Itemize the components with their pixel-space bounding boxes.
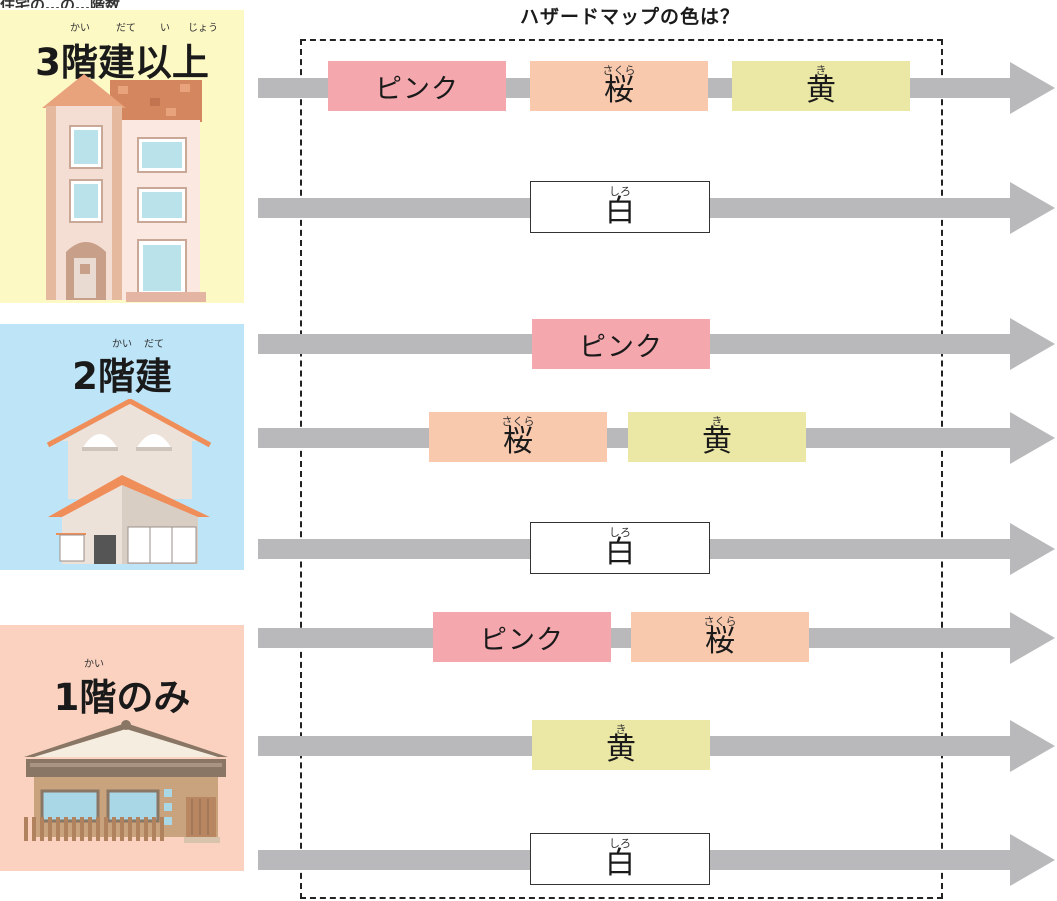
color-box-white: しろ 白 [530,833,710,885]
white-label: 白 [605,535,635,570]
sakura-label: 桜 [604,73,634,108]
panel-2-story: かい だて 2階建 [0,324,244,570]
color-box-sakura: さくら 桜 [530,61,708,111]
yellow-ruby: き [711,415,723,428]
ruby-jou: じょう [188,23,218,34]
color-box-pink: ピンク [433,612,611,662]
sakura-label: 桜 [503,424,533,459]
yellow-ruby: き [615,723,627,736]
pink-label: ピンク [375,73,459,105]
sakura-ruby: さくら [501,415,535,428]
color-box-pink: ピンク [532,319,710,369]
color-box-sakura: さくら 桜 [429,412,607,462]
hazard-map-frame [300,39,943,899]
diagram-title: ハザードマップの色は？ [519,5,740,28]
sakura-ruby: さくら [602,64,636,77]
three-story-house-icon [42,74,206,302]
ruby-date: だて [116,23,136,34]
one-story-house-icon [24,720,228,843]
ruby-i: い [160,23,170,34]
color-box-white: しろ 白 [530,522,710,574]
pink-label: ピンク [579,331,663,363]
two-story-house-icon [46,399,212,564]
white-label: 白 [605,194,635,229]
panel-3-story: かい だて い じょう 3階建以上 [0,10,244,303]
yellow-label: 黄 [702,424,732,459]
panel-1-title: 1階のみ [53,676,191,719]
ruby-date: だて [144,339,164,350]
color-box-yellow: き 黄 [532,720,710,770]
pink-label: ピンク [480,624,564,656]
color-box-yellow: き 黄 [732,61,910,111]
color-box-pink: ピンク [328,61,506,111]
color-box-white: しろ 白 [530,181,710,233]
color-box-yellow: き 黄 [628,412,806,462]
panel-3-title: 3階建以上 [35,41,209,84]
yellow-label: 黄 [606,732,636,767]
white-label: 白 [605,846,635,881]
ruby-kai: かい [84,659,104,670]
panel-2-title: 2階建 [72,355,172,398]
yellow-label: 黄 [806,73,836,108]
sakura-ruby: さくら [703,615,737,628]
white-ruby: しろ [609,185,631,198]
sakura-label: 桜 [705,624,735,659]
ruby-kai: かい [70,23,90,34]
yellow-ruby: き [815,64,827,77]
top-cut-text: 住宅の…の…階数 [0,0,270,8]
color-box-sakura: さくら 桜 [631,612,809,662]
white-ruby: しろ [609,526,631,539]
panel-1-story: かい 1階のみ [0,625,244,871]
white-ruby: しろ [609,837,631,850]
ruby-kai: かい [112,339,132,350]
